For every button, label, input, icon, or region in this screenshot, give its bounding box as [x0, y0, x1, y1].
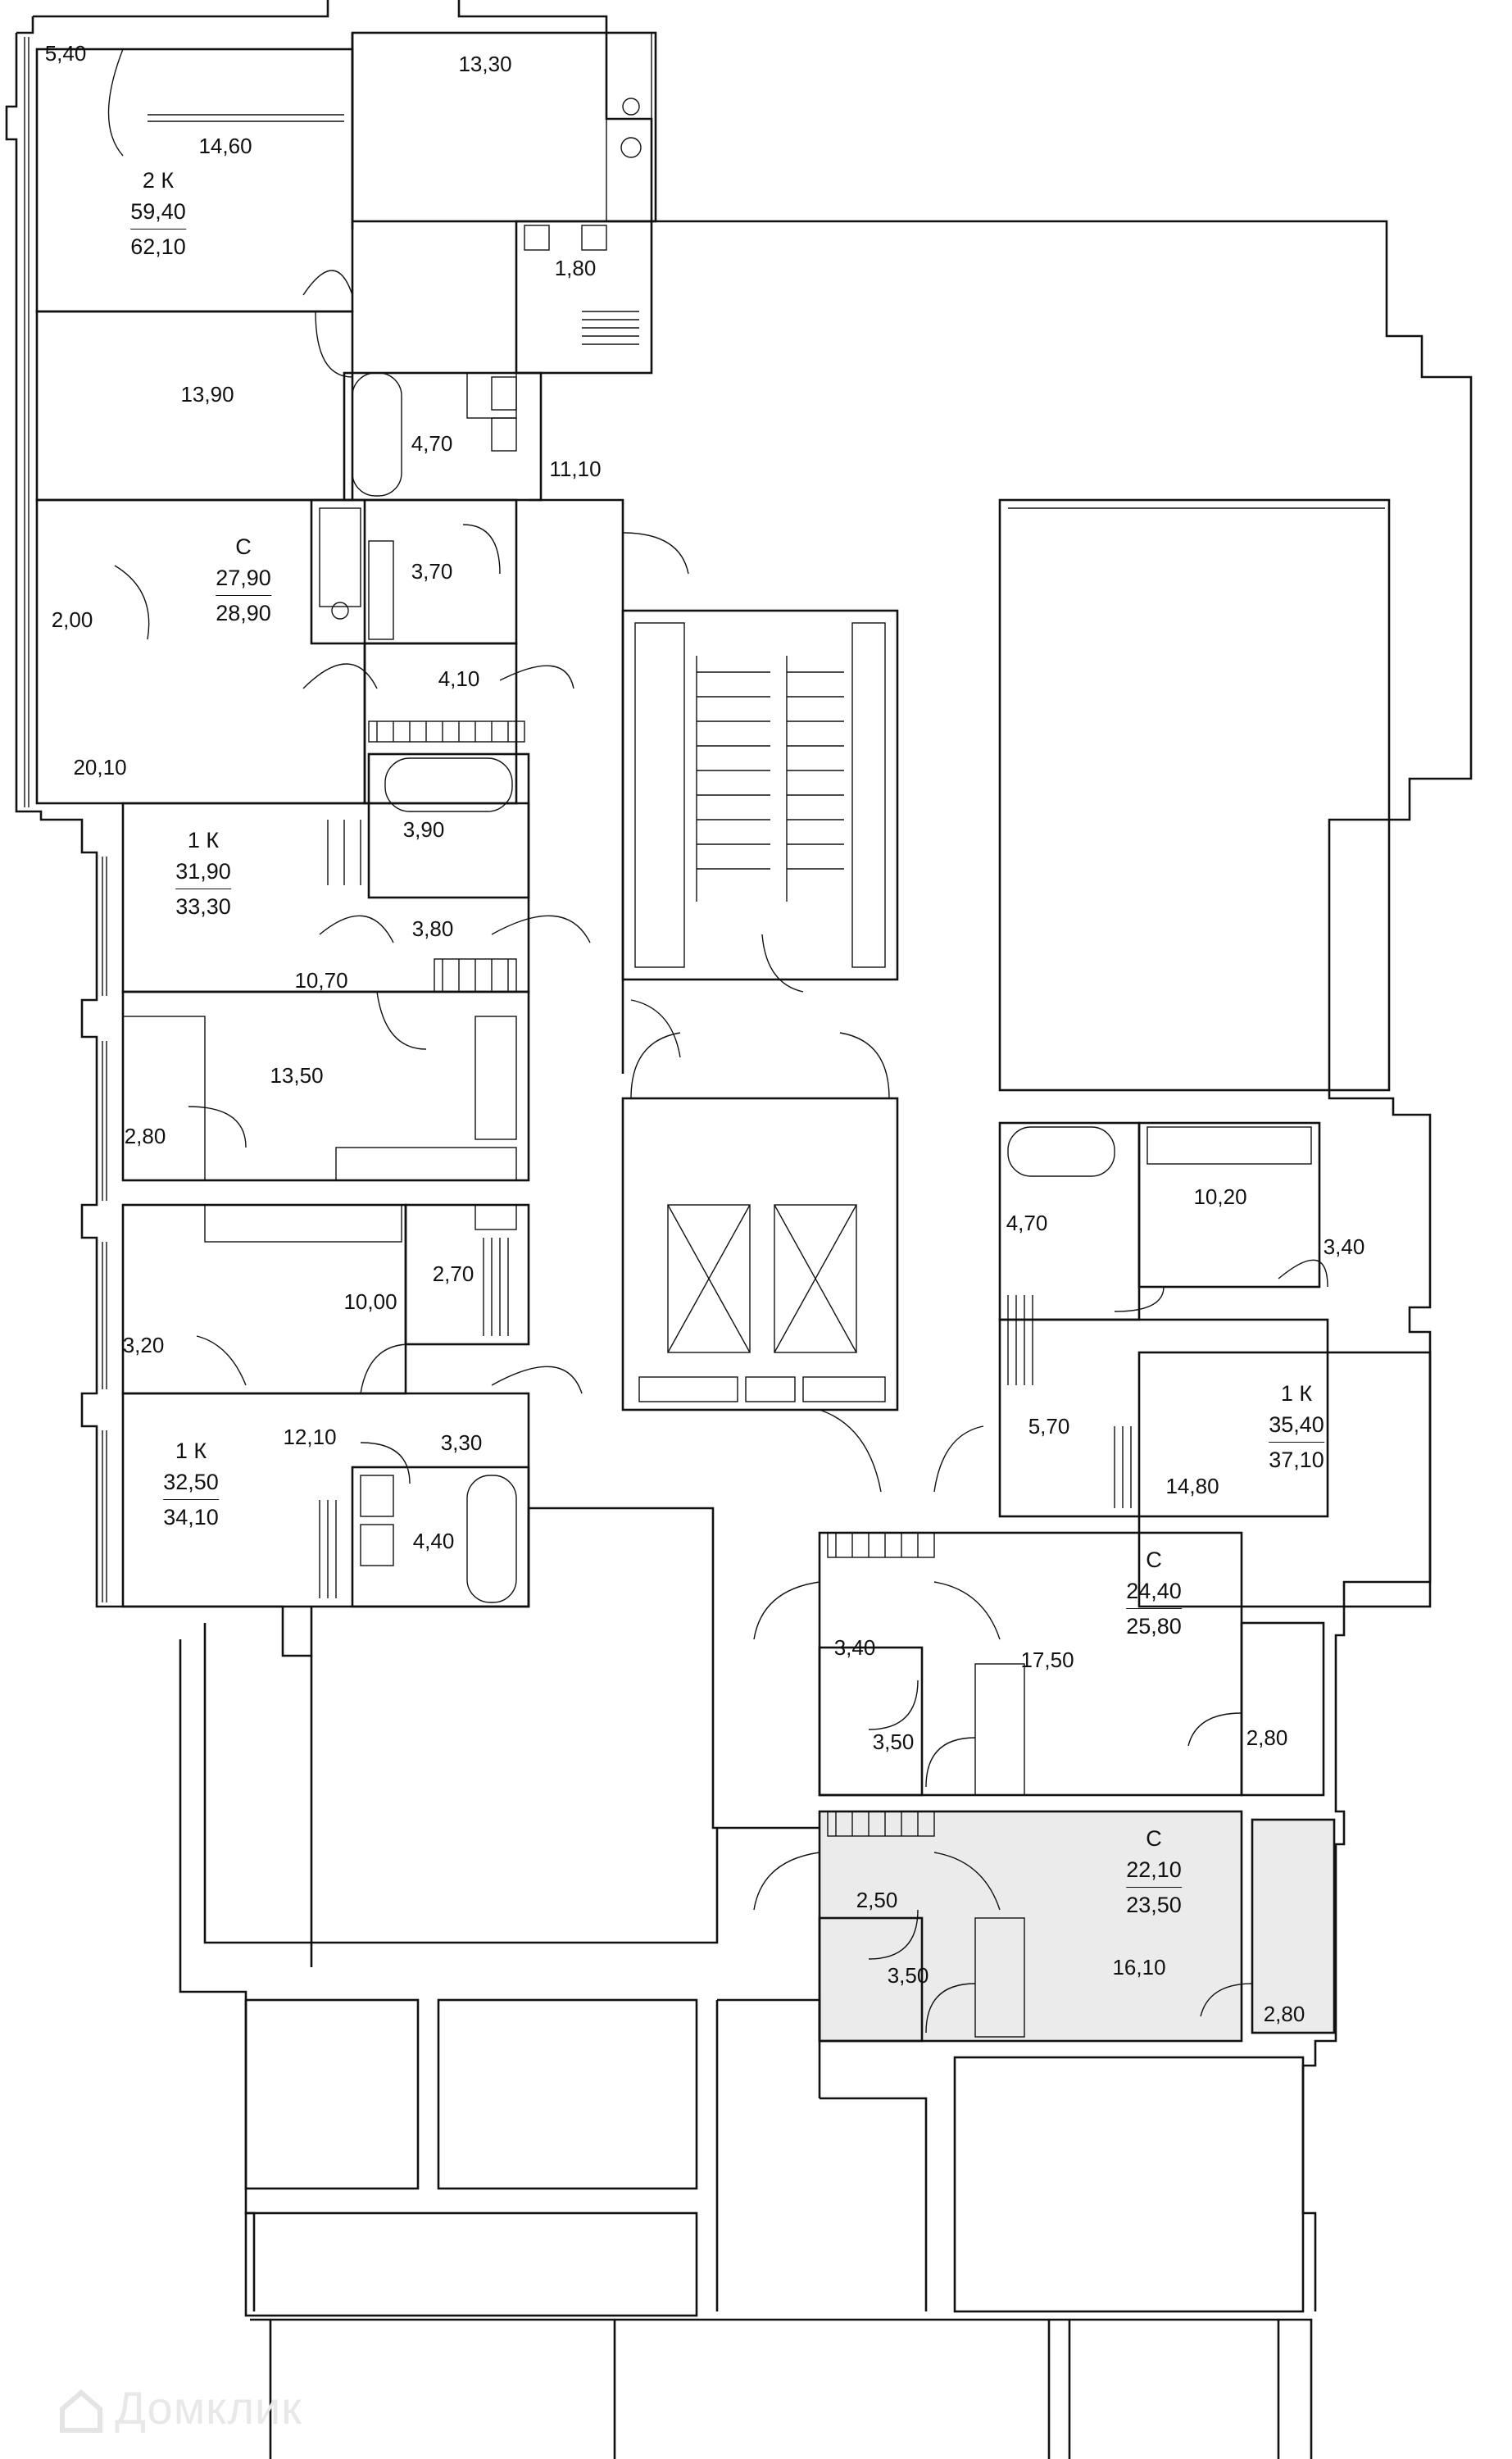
room-area: 5,70 — [1028, 1414, 1070, 1439]
unit-type: 2 К — [142, 168, 175, 193]
stairwell-core — [527, 498, 899, 1829]
room-area: 20,10 — [73, 755, 127, 780]
unit-living-area: 27,90 — [216, 566, 271, 590]
room-area: 14,80 — [1165, 1474, 1219, 1498]
room-area: 10,00 — [343, 1289, 397, 1314]
room-area: 12,10 — [283, 1425, 337, 1449]
house-logo-icon — [60, 2389, 102, 2434]
room-area: 3,90 — [402, 817, 445, 842]
selected-unit-fill — [820, 1811, 1242, 2041]
room-area: 16,10 — [1112, 1955, 1166, 1979]
room-area: 3,40 — [833, 1635, 876, 1660]
room-area: 13,50 — [270, 1063, 324, 1088]
unit-living-area: 35,40 — [1269, 1412, 1324, 1437]
unit-type: 1 К — [175, 1439, 207, 1463]
room-area: 13,30 — [458, 52, 512, 76]
room-area: 4,40 — [412, 1529, 455, 1553]
lower-structure — [179, 1623, 1313, 2459]
room-area: 4,10 — [438, 666, 480, 691]
unit-living-area: 31,90 — [175, 859, 231, 884]
room-area: 2,70 — [432, 1261, 474, 1286]
unit-total-area: 25,80 — [1126, 1608, 1182, 1639]
room-area: 3,20 — [122, 1333, 165, 1357]
room-area: 14,60 — [198, 134, 252, 158]
unit-total-area: 34,10 — [163, 1499, 219, 1529]
unit-living-area: 32,50 — [163, 1470, 219, 1494]
unit-studio-2-walls — [753, 1531, 1325, 1797]
unit-label-5[interactable]: 1 К 35,40 37,10 — [1269, 1381, 1324, 1472]
unit-total-area: 37,10 — [1269, 1442, 1324, 1472]
room-area: 3,50 — [887, 1963, 929, 1988]
room-area: 17,50 — [1020, 1648, 1074, 1672]
unit-2k-walls — [35, 31, 657, 502]
unit-type: С — [235, 534, 252, 559]
outer-walls — [5, 0, 1473, 2311]
room-area: 4,70 — [411, 431, 453, 456]
unit-type: 1 К — [187, 828, 220, 852]
unit-total-area: 23,50 — [1126, 1887, 1182, 1917]
room-area: 3,50 — [872, 1729, 915, 1754]
unit-label-3[interactable]: 1 К 31,90 33,30 — [175, 828, 231, 919]
unit-living-area: 22,10 — [1126, 1857, 1182, 1882]
room-area: 2,80 — [124, 1124, 166, 1148]
unit-total-area: 62,10 — [130, 229, 186, 259]
room-area: 10,20 — [1193, 1184, 1247, 1209]
unit-label-7-selected[interactable]: С 22,10 23,50 — [1126, 1826, 1182, 1917]
room-area: 4,70 — [1006, 1211, 1048, 1235]
room-area: 3,30 — [440, 1430, 483, 1455]
room-area: 10,70 — [294, 968, 348, 993]
unit-label-6[interactable]: С 24,40 25,80 — [1126, 1548, 1182, 1639]
watermark: Домклик — [57, 2381, 302, 2435]
unit-total-area: 28,90 — [216, 595, 271, 625]
unit-label-1[interactable]: 2 К 59,40 62,10 — [130, 168, 186, 259]
room-area: 11,10 — [549, 457, 602, 481]
unit-1k-1-walls — [121, 752, 591, 1182]
room-area: 2,80 — [1246, 1725, 1288, 1750]
unit-living-area: 59,40 — [130, 199, 186, 224]
selected-unit-balcony-fill — [1252, 1820, 1334, 2033]
unit-type: 1 К — [1280, 1381, 1313, 1406]
room-area: 1,80 — [554, 256, 597, 280]
watermark-text: Домклик — [115, 2382, 302, 2434]
unit-type: С — [1146, 1548, 1162, 1572]
unit-type: С — [1146, 1826, 1162, 1851]
room-area: 5,40 — [44, 41, 87, 66]
room-area: 2,50 — [856, 1888, 898, 1912]
room-area: 3,70 — [411, 559, 453, 584]
room-area: 2,80 — [1263, 2002, 1305, 2026]
unit-studio-3-walls — [753, 1810, 1336, 2043]
room-area: 13,90 — [180, 382, 234, 407]
unit-label-4[interactable]: 1 К 32,50 34,10 — [163, 1439, 219, 1529]
right-wing-walls — [933, 498, 1432, 1608]
unit-1k-2-walls — [121, 1203, 583, 1608]
unit-label-2[interactable]: С 27,90 28,90 — [216, 534, 271, 625]
unit-total-area: 33,30 — [175, 889, 231, 919]
room-area: 3,40 — [1323, 1234, 1365, 1259]
unit-living-area: 24,40 — [1126, 1579, 1182, 1603]
room-area: 3,80 — [411, 916, 454, 941]
room-area: 2,00 — [51, 607, 93, 632]
